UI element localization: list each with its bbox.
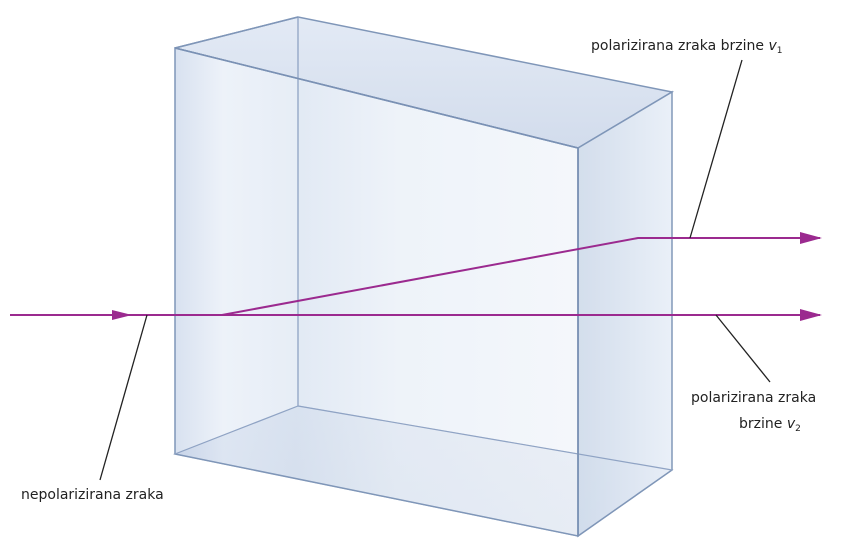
leader-line-top-right <box>689 59 743 239</box>
label-polarized-ray-v2-line2: brzine v2 <box>739 416 801 434</box>
crystal-back-edge-left-bottom <box>174 405 299 455</box>
incident-ray-arrow <box>112 310 132 320</box>
light-rays <box>10 232 822 321</box>
leader-line-bottom-right <box>715 314 771 383</box>
label-polarized-ray-v1: polarizirana zraka brzine v1 <box>591 38 782 56</box>
ray-v1-arrow <box>800 232 822 244</box>
label-unpolarized-ray: nepolarizirana zraka <box>21 487 164 503</box>
crystal-front-edge-top <box>174 47 579 149</box>
ray-v2-arrow <box>800 309 822 321</box>
crystal-block <box>172 16 675 538</box>
crystal-back-edge-bottom <box>297 405 673 471</box>
crystal-back-edge-top <box>174 16 299 49</box>
refracted-ray-v1 <box>221 237 820 316</box>
leader-line-bottom-left <box>99 314 148 481</box>
leader-lines <box>99 59 771 481</box>
label-polarized-ray-v2-line1: polarizirana zraka <box>691 390 816 406</box>
